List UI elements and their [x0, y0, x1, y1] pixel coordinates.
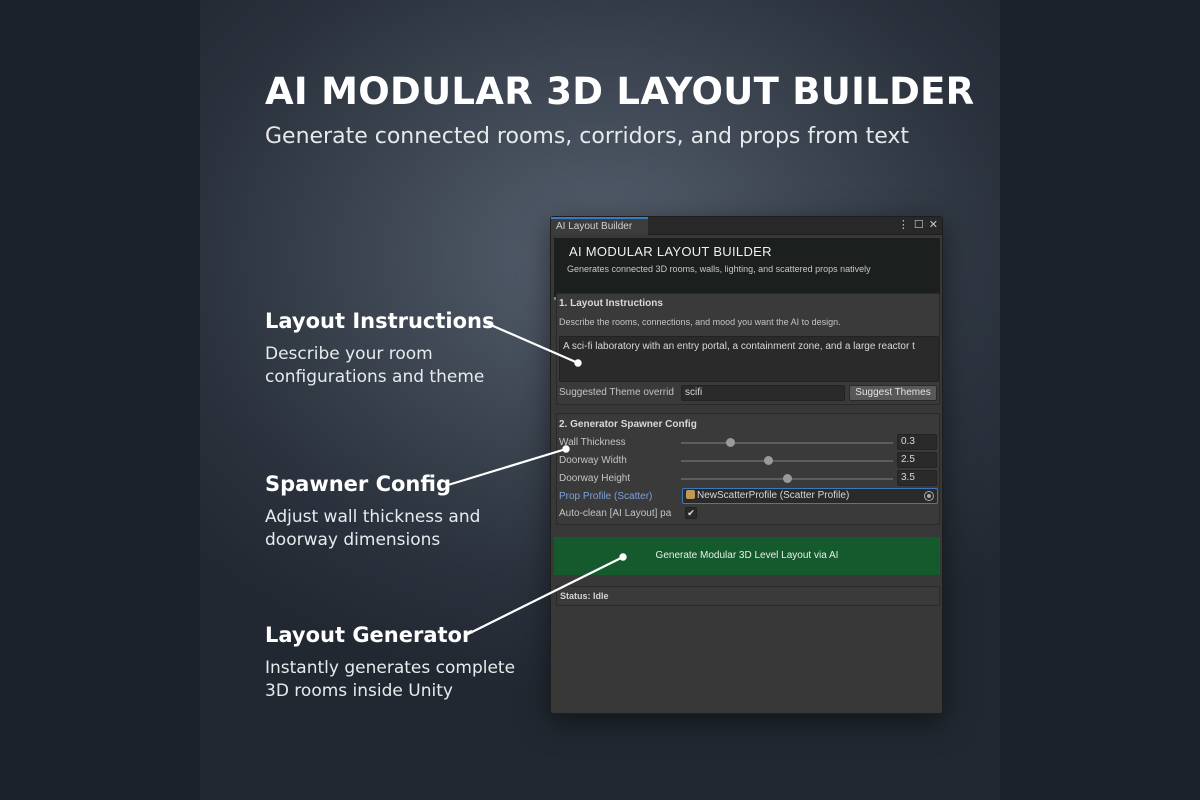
close-icon[interactable]: ✕: [928, 219, 938, 231]
prop-profile-label: Prop Profile (Scatter): [559, 491, 653, 502]
autoclean-label: Auto-clean [AI Layout] pa: [559, 508, 672, 519]
wall-thickness-thumb[interactable]: [725, 438, 735, 447]
callout-title: Layout Generator: [265, 623, 473, 647]
callout-text-line1: Instantly generates complete: [265, 658, 516, 678]
pointer-dot-spawner-config: [562, 445, 570, 453]
object-picker-icon[interactable]: [924, 491, 934, 501]
section-title: 2. Generator Spawner Config: [559, 419, 697, 430]
theme-override-input[interactable]: scifi: [681, 385, 845, 401]
right-backdrop: [1000, 0, 1200, 800]
kebab-menu-icon[interactable]: ⋮: [897, 219, 909, 231]
editor-window: AI Layout Builder ⋮ ☐ ✕ AI MODULAR LAYOU…: [550, 216, 943, 714]
theme-override-label: Suggested Theme overrid: [559, 387, 674, 398]
maximize-icon[interactable]: ☐: [913, 219, 924, 231]
pointer-line-layout-generator: [463, 556, 624, 637]
doorway-width-label: Doorway Width: [559, 455, 627, 466]
generate-layout-button[interactable]: Generate Modular 3D Level Layout via AI: [554, 537, 940, 575]
doorway-height-label: Doorway Height: [559, 473, 631, 484]
prompt-textarea[interactable]: A sci-fi laboratory with an entry portal…: [559, 336, 939, 382]
wall-thickness-slider[interactable]: [681, 442, 893, 444]
prop-profile-field[interactable]: NewScatterProfile (Scatter Profile): [682, 488, 938, 504]
spawner-config-section: 2. Generator Spawner Config Wall Thickne…: [556, 413, 940, 525]
callout-text-line1: Describe your room: [265, 344, 433, 364]
layout-instructions-section: 1. Layout Instructions Describe the room…: [556, 293, 940, 405]
wall-thickness-label: Wall Thickness: [559, 437, 626, 448]
header-title: AI MODULAR LAYOUT BUILDER: [569, 244, 772, 259]
suggest-themes-button[interactable]: Suggest Themes: [849, 385, 937, 401]
scriptable-object-icon: [686, 490, 695, 499]
window-controls: ⋮ ☐ ✕: [898, 218, 938, 231]
pointer-line-layout-instructions: [483, 320, 579, 365]
section-description: Describe the rooms, connections, and moo…: [559, 317, 841, 327]
callout-title: Layout Instructions: [265, 309, 495, 333]
callout-layout-generator: Layout Generator Instantly generates com…: [265, 623, 515, 703]
doorway-width-slider[interactable]: [681, 460, 893, 462]
callout-layout-instructions: Layout Instructions Describe your room c…: [265, 309, 495, 389]
pointer-line-spawner-config: [447, 447, 567, 487]
pointer-dot-layout-generator: [619, 553, 627, 561]
status-label: Status: Idle: [556, 586, 940, 606]
callout-text-line1: Adjust wall thickness and: [265, 507, 481, 527]
callout-text-line2: configurations and theme: [265, 367, 485, 387]
pointer-dot-layout-instructions: [574, 359, 582, 367]
section-title: 1. Layout Instructions: [559, 298, 663, 309]
window-tabbar: AI Layout Builder ⋮ ☐ ✕: [551, 217, 942, 235]
callout-text-line2: doorway dimensions: [265, 530, 441, 550]
callout-spawner-config: Spawner Config Adjust wall thickness and…: [265, 472, 480, 552]
doorway-height-thumb[interactable]: [783, 474, 792, 483]
wall-thickness-value[interactable]: 0.3: [897, 434, 937, 450]
doorway-width-thumb[interactable]: [763, 456, 773, 465]
hero-title: AI MODULAR 3D LAYOUT BUILDER: [265, 70, 975, 113]
doorway-width-value[interactable]: 2.5: [897, 452, 937, 468]
autoclean-checkbox[interactable]: ✔: [685, 507, 697, 519]
left-backdrop: [0, 0, 200, 800]
callout-text-line2: 3D rooms inside Unity: [265, 681, 453, 701]
prop-profile-value: NewScatterProfile (Scatter Profile): [697, 490, 850, 501]
doorway-height-value[interactable]: 3.5: [897, 470, 937, 486]
callout-title: Spawner Config: [265, 472, 451, 496]
window-tab[interactable]: AI Layout Builder: [551, 217, 648, 235]
hero-subtitle: Generate connected rooms, corridors, and…: [265, 124, 909, 149]
header-subtitle: Generates connected 3D rooms, walls, lig…: [567, 264, 871, 274]
